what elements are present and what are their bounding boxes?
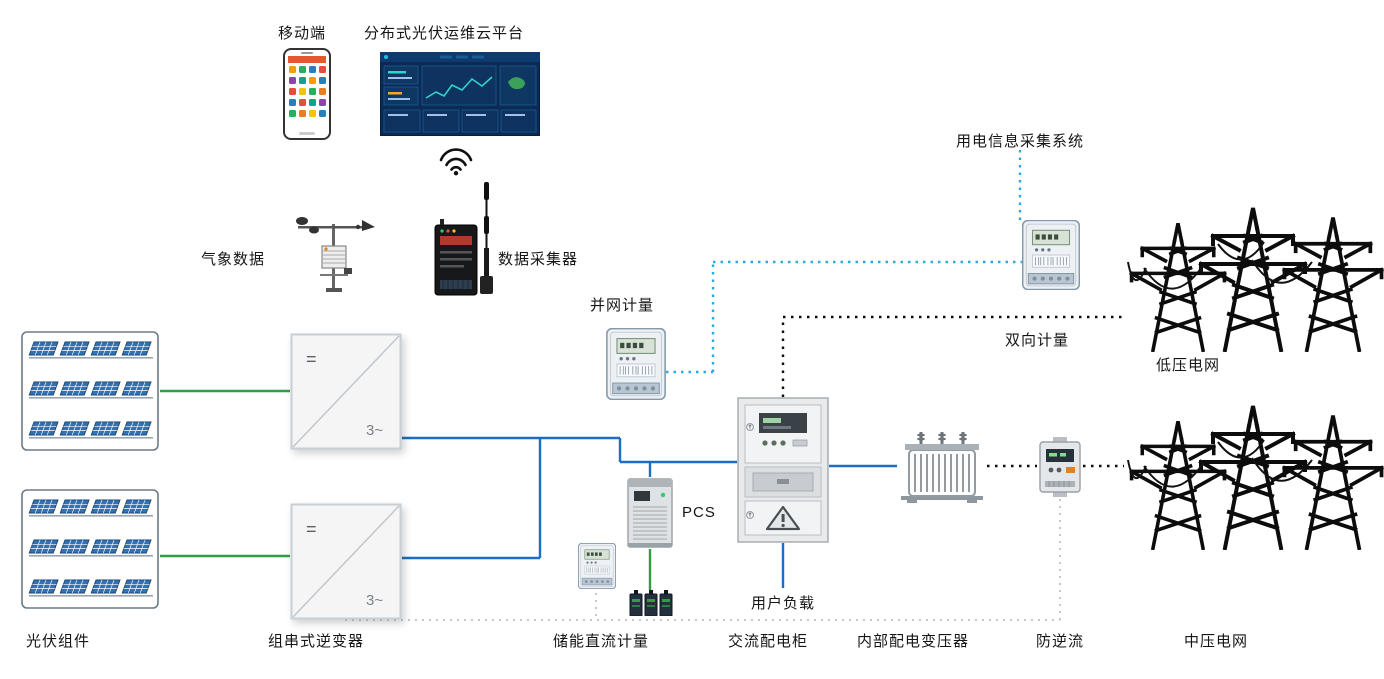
label-internal-transformer: 内部配电变压器 [856,633,970,650]
inverter-dc-symbol: = [306,519,317,539]
weather-station-icon [292,206,377,296]
storage-dc-meter-icon [578,543,616,589]
label-low-voltage-grid: 低压电网 [1155,357,1221,374]
wifi-icon [438,146,474,176]
data-collector-icon [432,182,500,296]
label-user-load: 用户负载 [750,595,816,612]
power-info-meter-icon [1022,220,1080,290]
anti-backflow-meter-icon [1037,437,1083,497]
label-medium-voltage-grid: 中压电网 [1183,633,1249,650]
label-pv-modules: 光伏组件 [25,633,91,650]
battery-bank-icon [628,590,674,616]
label-storage-dc-metering: 储能直流计量 [552,633,650,650]
grid-metering-meter-icon [606,328,666,400]
string-inverter-1: = 3~ [290,333,402,450]
label-power-info-system: 用电信息采集系统 [955,133,1085,150]
label-pcs: PCS [682,504,716,521]
label-anti-backflow: 防逆流 [1035,633,1085,650]
label-data-collector: 数据采集器 [497,251,579,268]
label-string-inverter: 组串式逆变器 [267,633,365,650]
inverter-ac-symbol: 3~ [366,422,383,439]
string-inverter-2: = 3~ [290,503,402,620]
pcs-cabinet-icon [627,477,673,549]
mv-grid-towers-icon [1122,400,1384,550]
label-grid-metering: 并网计量 [589,297,655,314]
mobile-phone-icon [283,48,331,140]
label-weather-data: 气象数据 [200,251,266,268]
label-cloud-platform: 分布式光伏运维云平台 [363,25,525,42]
pv-array-2 [20,488,160,610]
ac-distribution-cabinet-icon [737,397,829,543]
label-bidirectional-metering: 双向计量 [1004,332,1070,349]
cloud-platform-screenshot [380,52,540,136]
inverter-ac-symbol: 3~ [366,592,383,609]
inverter-dc-symbol: = [306,349,317,369]
label-ac-distribution-cabinet: 交流配电柜 [727,633,809,650]
label-mobile-terminal: 移动端 [277,25,327,42]
pv-array-1 [20,330,160,452]
lv-grid-towers-icon [1122,202,1384,352]
transformer-icon [897,430,987,504]
